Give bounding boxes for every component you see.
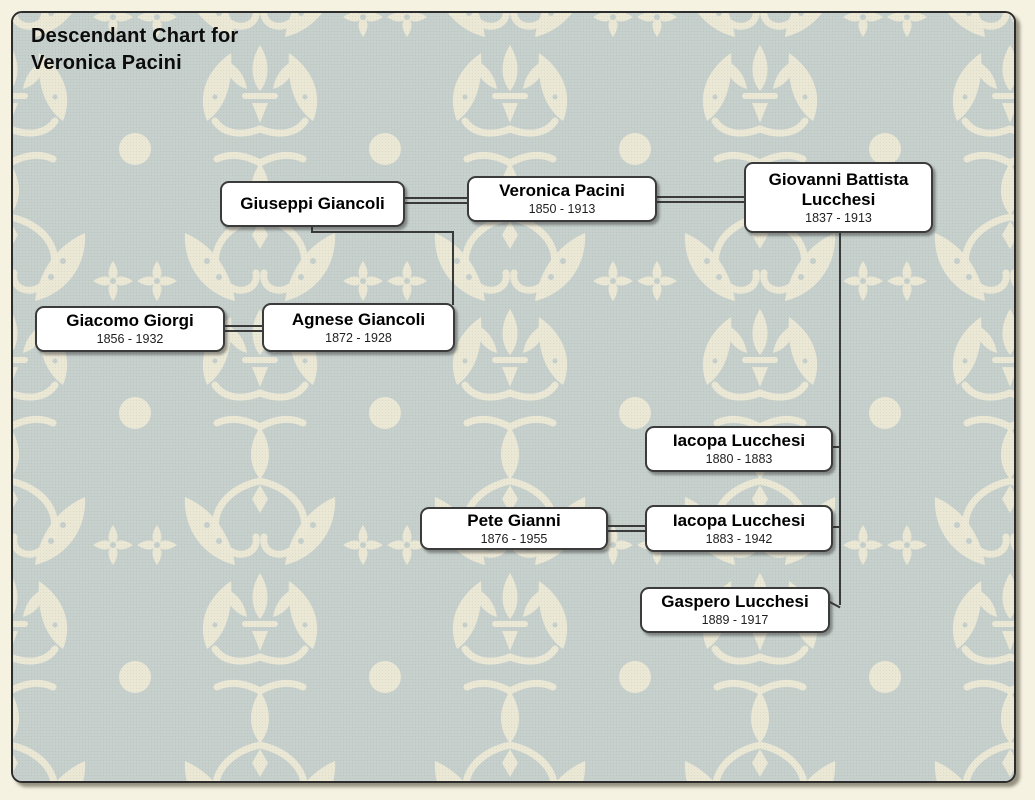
- person-dates: 1837 - 1913: [805, 210, 872, 225]
- person-box-iacopa-lucchesi-1883[interactable]: Iacopa Lucchesi 1883 - 1942: [645, 505, 833, 552]
- damask-wallpaper: [13, 13, 1014, 781]
- descent-stub-iacopa-1883: [830, 526, 841, 528]
- person-dates: 1889 - 1917: [701, 613, 769, 627]
- person-box-giuseppi-giancoli[interactable]: Giuseppi Giancoli: [220, 181, 405, 227]
- person-name: Iacopa Lucchesi: [672, 431, 806, 450]
- person-box-iacopa-lucchesi-1880[interactable]: Iacopa Lucchesi 1880 - 1883: [645, 426, 833, 472]
- person-name: Giovanni Battista Lucchesi: [768, 169, 909, 209]
- descent-line-agnese-vertical: [452, 231, 454, 305]
- descent-line-giuseppi-drop: [311, 226, 313, 233]
- person-name: Veronica Pacini: [499, 181, 625, 200]
- marriage-line-giacomo-agnese: [225, 325, 262, 332]
- person-dates: 1872 - 1928: [325, 330, 392, 345]
- person-box-pete-gianni[interactable]: Pete Gianni 1876 - 1955: [420, 507, 608, 550]
- chart-title: Descendant Chart for Veronica Pacini: [31, 23, 238, 77]
- person-dates: 1850 - 1913: [528, 202, 596, 216]
- person-name: Agnese Giancoli: [291, 309, 426, 329]
- chart-frame: Descendant Chart for Veronica Pacini Giu…: [11, 11, 1016, 783]
- descent-stub-iacopa-1880: [830, 446, 841, 448]
- descent-line-giuseppi-horizontal: [311, 231, 454, 233]
- chart-title-line1: Descendant Chart for: [31, 25, 239, 47]
- descent-line-giovanni-vertical: [839, 232, 841, 605]
- person-box-gaspero-lucchesi[interactable]: Gaspero Lucchesi 1889 - 1917: [640, 587, 830, 633]
- person-dates: 1876 - 1955: [480, 531, 548, 546]
- marriage-line-veronica-giovanni: [657, 196, 744, 203]
- person-dates: 1883 - 1942: [705, 531, 773, 546]
- person-dates: 1856 - 1932: [96, 332, 164, 346]
- person-name: Pete Gianni: [467, 510, 561, 530]
- person-name: Gaspero Lucchesi: [661, 592, 809, 611]
- person-box-veronica-pacini[interactable]: Veronica Pacini 1850 - 1913: [467, 176, 657, 222]
- marriage-line-giuseppi-veronica: [405, 197, 467, 204]
- person-dates: 1880 - 1883: [705, 452, 773, 466]
- person-box-giacomo-giorgi[interactable]: Giacomo Giorgi 1856 - 1932: [35, 306, 225, 352]
- marriage-line-pete-iacopa: [608, 525, 645, 532]
- person-name: Giacomo Giorgi: [66, 311, 194, 330]
- person-box-giovanni-battista-lucchesi[interactable]: Giovanni Battista Lucchesi 1837 - 1913: [744, 162, 933, 233]
- person-name: Giuseppi Giancoli: [240, 194, 385, 213]
- chart-title-line2: Veronica Pacini: [31, 52, 182, 74]
- person-name: Iacopa Lucchesi: [672, 510, 806, 530]
- person-box-agnese-giancoli[interactable]: Agnese Giancoli 1872 - 1928: [262, 303, 455, 352]
